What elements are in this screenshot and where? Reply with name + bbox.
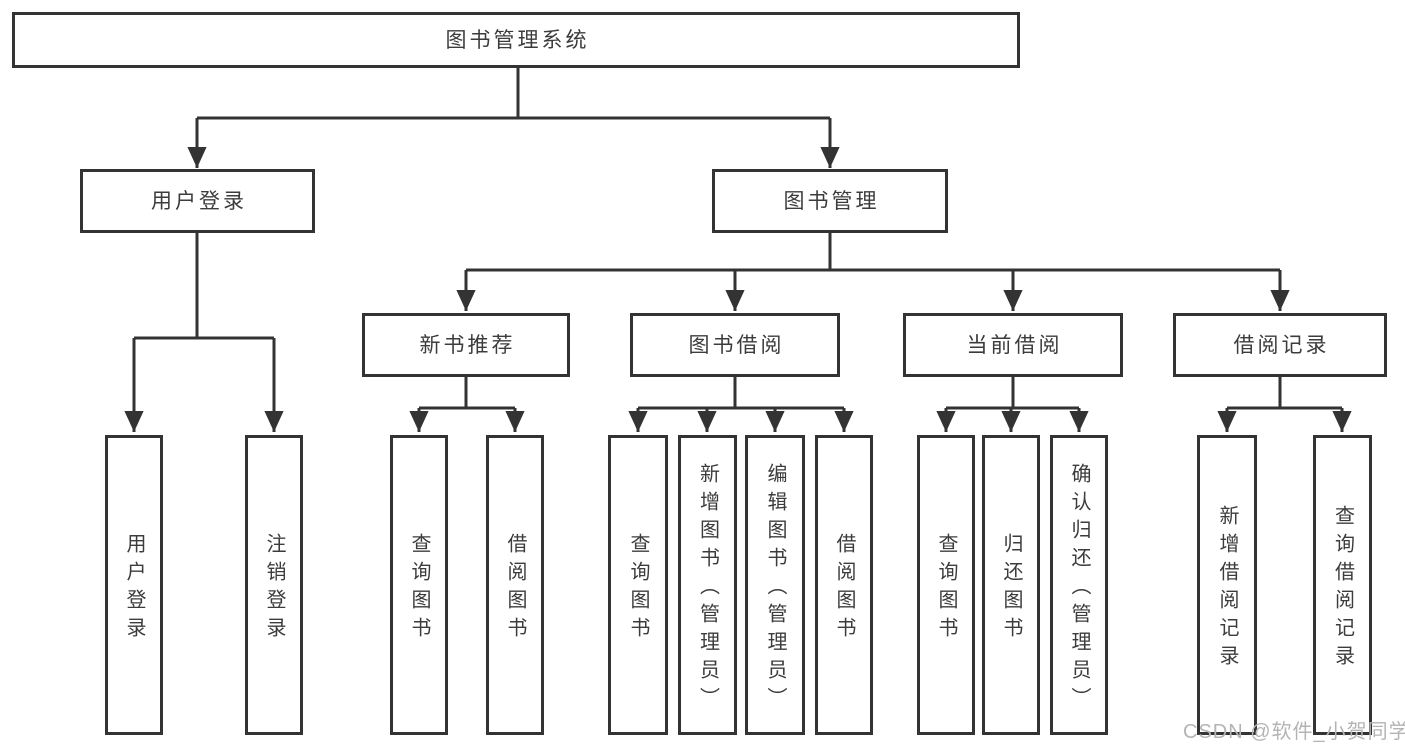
node-book-management: 图书管理 [712,169,948,233]
node-book-borrow: 图书借阅 [630,313,840,377]
leaf-query-borrow-record: 查询借阅记录 [1313,435,1372,735]
leaf-borrow-book: 借阅图书 [815,435,873,735]
leaf-add-borrow-record: 新增借阅记录 [1197,435,1257,735]
node-new-book-recommend: 新书推荐 [362,313,570,377]
leaf-current-query-book: 查询图书 [917,435,975,735]
leaf-edit-book-admin: 编辑图书（管理员） [745,435,805,735]
leaf-logout: 注销登录 [245,435,303,735]
leaf-user-login: 用户登录 [105,435,163,735]
leaf-recommend-borrow-book: 借阅图书 [486,435,544,735]
watermark: CSDN @软件_小贺同学 [1183,721,1405,743]
leaf-confirm-return-admin: 确认归还（管理员） [1050,435,1108,735]
node-borrow-record: 借阅记录 [1173,313,1387,377]
leaf-return-book: 归还图书 [982,435,1040,735]
node-user-login: 用户登录 [80,169,315,233]
node-root-system: 图书管理系统 [12,12,1020,68]
node-current-borrow: 当前借阅 [903,313,1123,377]
leaf-recommend-query-book: 查询图书 [390,435,448,735]
leaf-add-book-admin: 新增图书（管理员） [678,435,737,735]
leaf-borrow-query-book: 查询图书 [608,435,668,735]
